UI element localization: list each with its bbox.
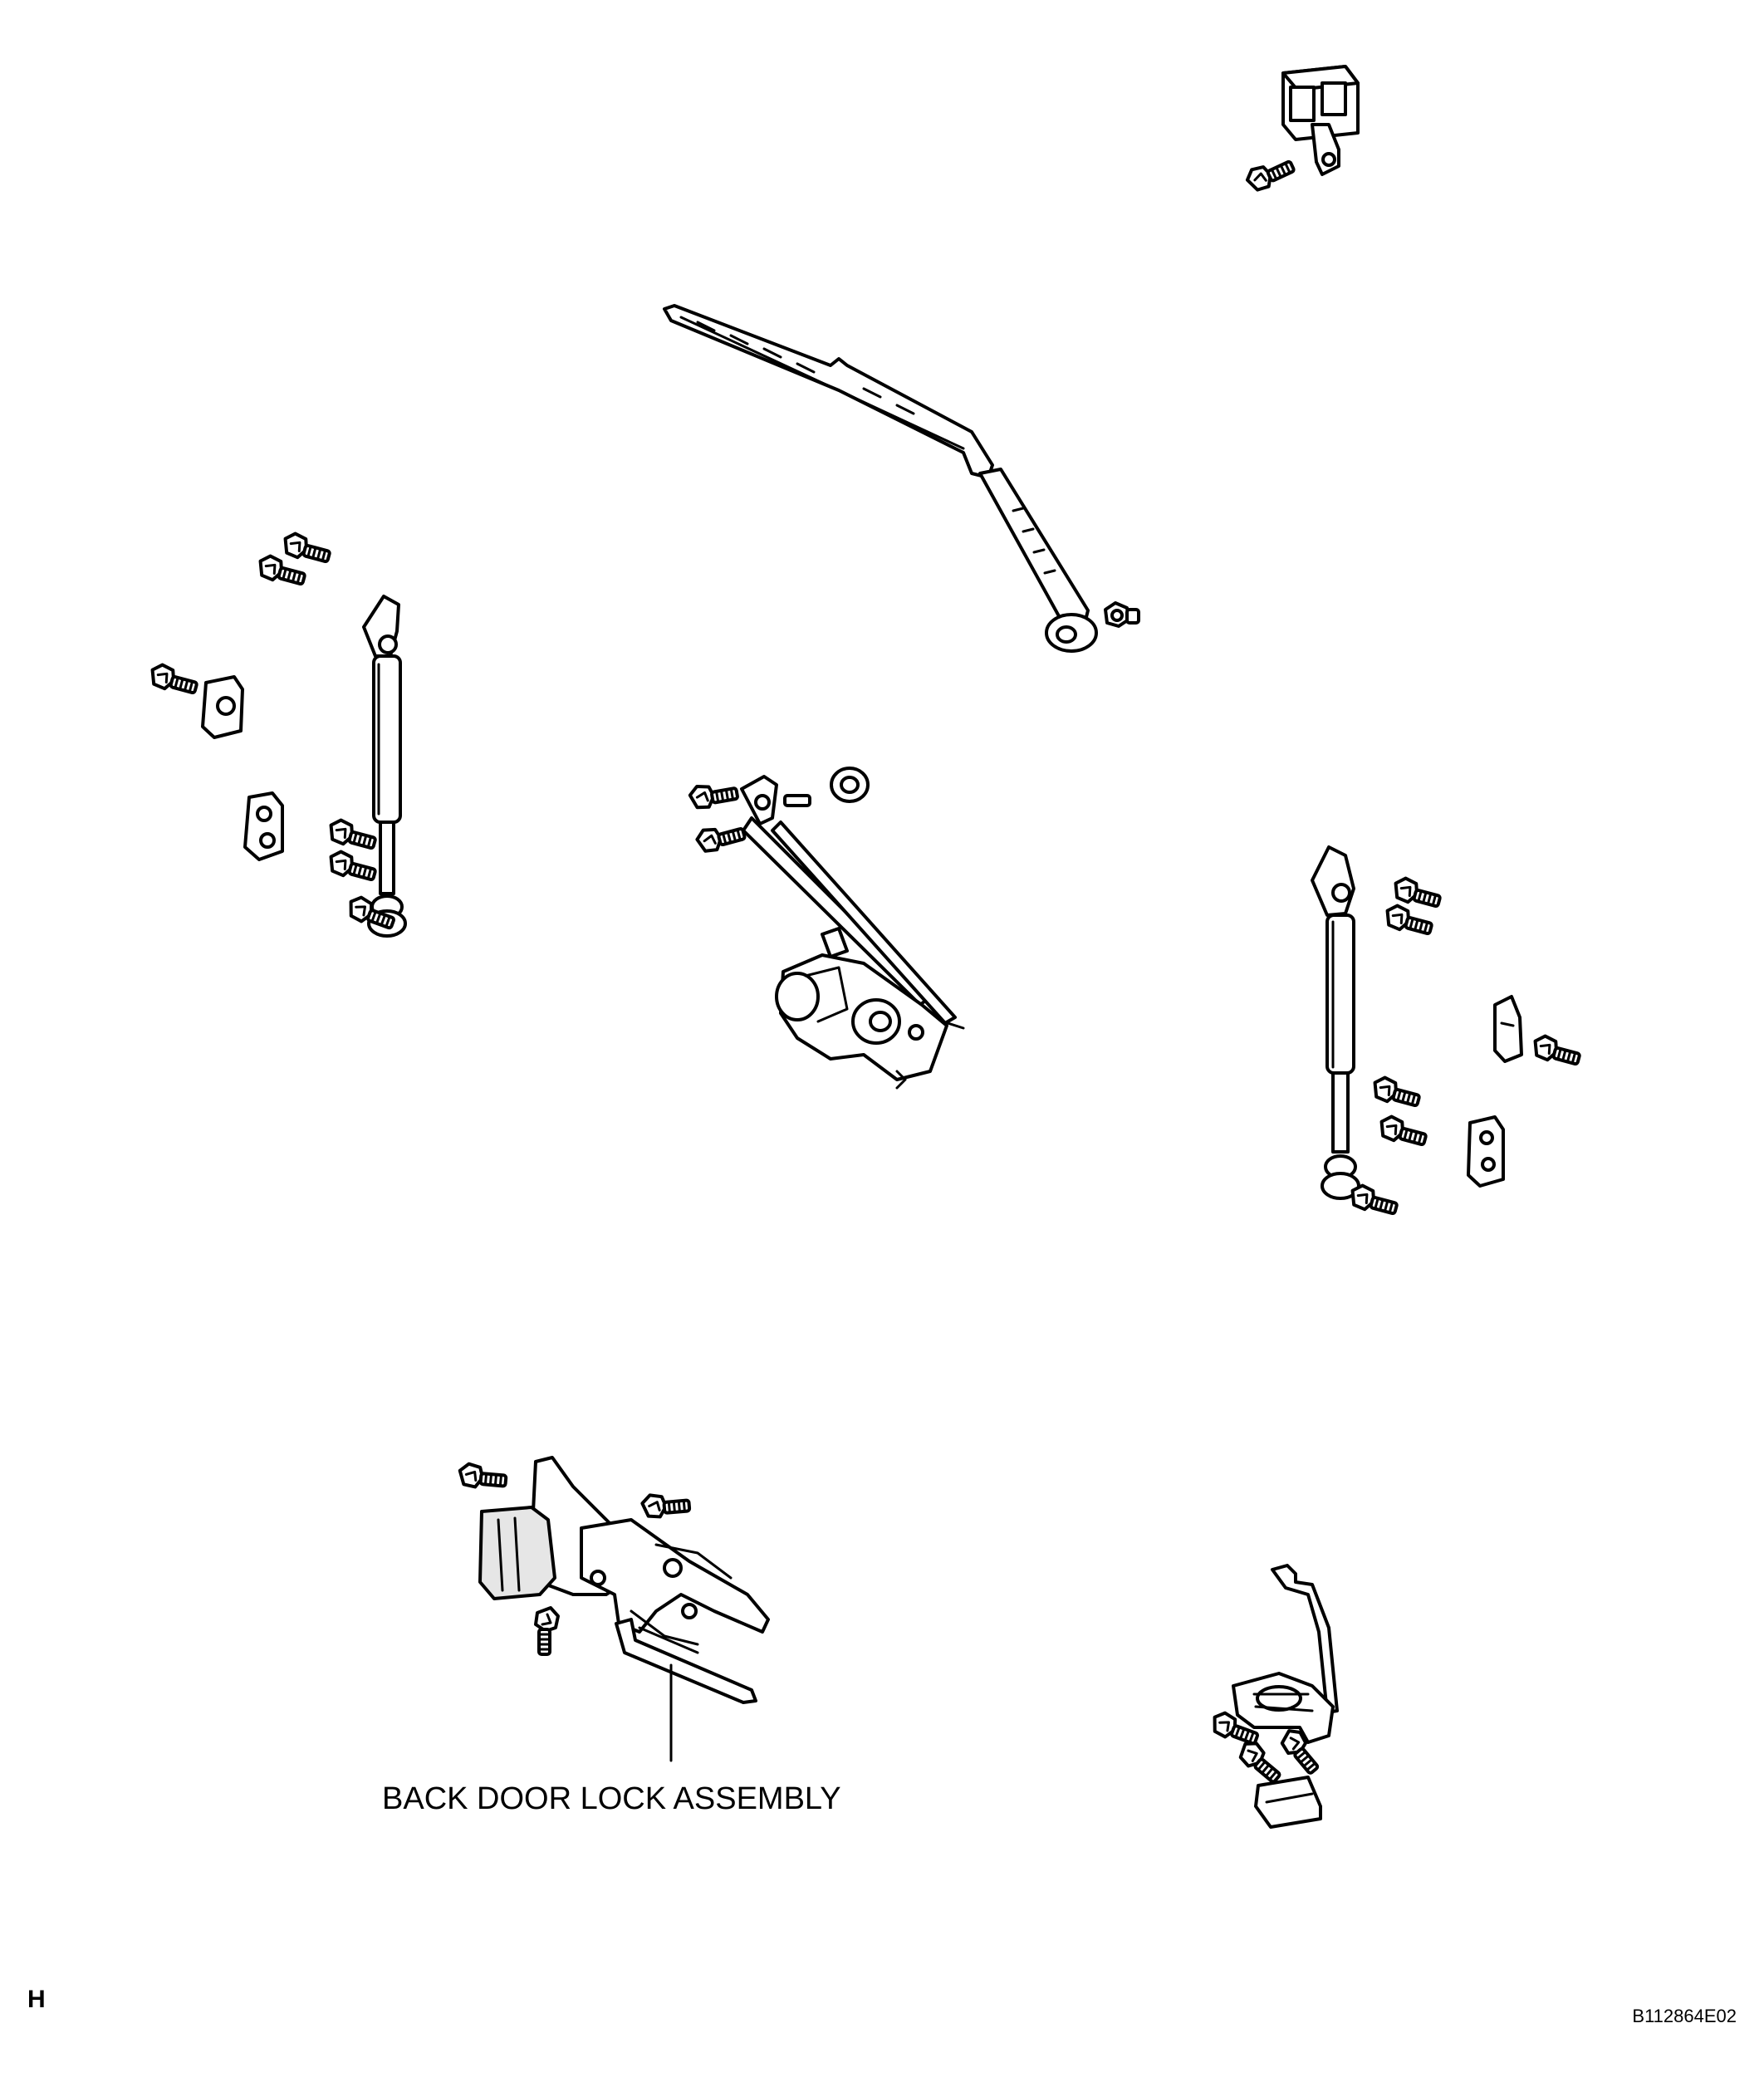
left-back-door-stay-icon [146,529,407,938]
right-back-door-stay-icon [1311,845,1584,1219]
rear-wiper-arm-and-blade-icon [663,304,1140,653]
part-label-back-door-lock-assembly: BACK DOOR LOCK ASSEMBLY [382,1781,841,1816]
rear-wiper-relay-icon [1242,65,1360,195]
rear-wiper-motor-icon [687,767,965,1090]
figure-code: B112864E02 [1632,2006,1737,2026]
corner-mark: H [27,1986,46,2013]
back-door-lock-assembly-icon [457,1456,770,1762]
back-door-lock-striker-icon [1208,1564,1339,1829]
